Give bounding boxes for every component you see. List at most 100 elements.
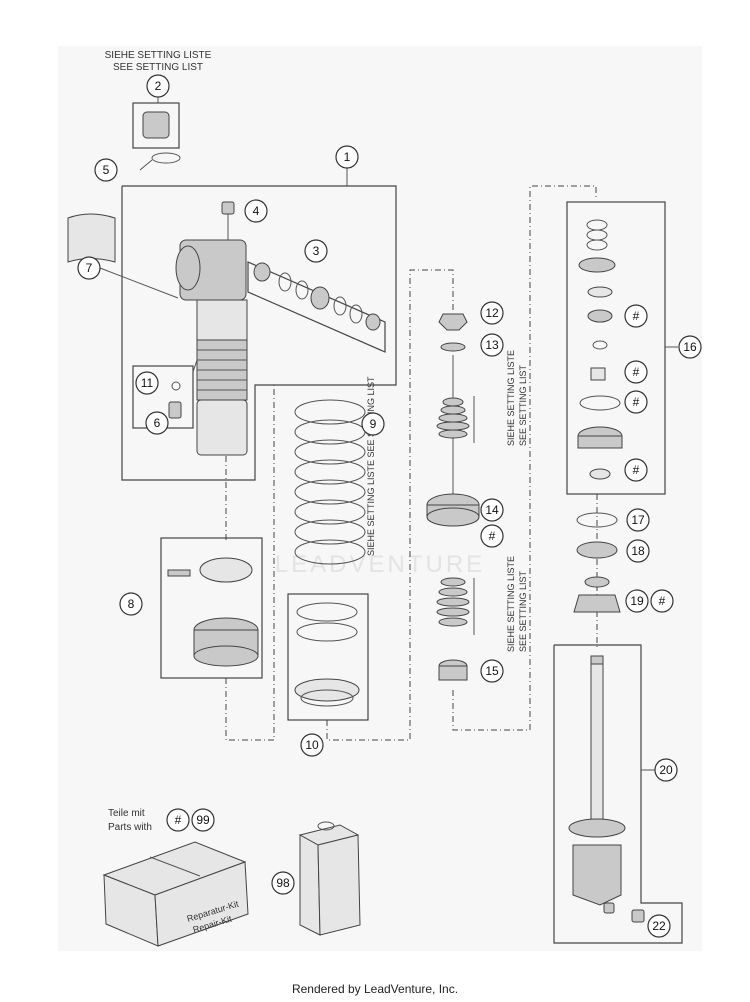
callout-13: 13 bbox=[480, 333, 504, 357]
callout-17: 17 bbox=[626, 508, 650, 532]
svg-text:15: 15 bbox=[485, 664, 499, 678]
svg-text:#: # bbox=[633, 463, 640, 477]
callout-12: 12 bbox=[480, 301, 504, 325]
part-2-adjuster bbox=[142, 111, 170, 139]
callout-11: 11 bbox=[135, 371, 159, 395]
part-12-nut bbox=[438, 313, 468, 331]
shim-stack-lower bbox=[436, 577, 470, 627]
svg-text:13: 13 bbox=[485, 338, 499, 352]
callout-7: 7 bbox=[77, 256, 101, 280]
part-5-oring bbox=[151, 152, 181, 164]
svg-text:#: # bbox=[633, 395, 640, 409]
part-8-box bbox=[160, 537, 263, 679]
callout-16-hash-2: # bbox=[624, 360, 648, 384]
part-22-bolt bbox=[631, 909, 645, 923]
svg-text:17: 17 bbox=[631, 513, 645, 527]
part-6-valve bbox=[168, 401, 182, 419]
setting-list-vertical-lower-de: SIEHE SETTING LISTE bbox=[506, 556, 516, 652]
svg-text:7: 7 bbox=[86, 261, 93, 275]
callout-3: 3 bbox=[304, 239, 328, 263]
part-8-bolt bbox=[167, 569, 191, 577]
svg-text:4: 4 bbox=[253, 204, 260, 218]
callout-99-hash: # bbox=[166, 808, 190, 832]
callout-18: 18 bbox=[626, 539, 650, 563]
oil-can bbox=[298, 821, 361, 936]
svg-text:#: # bbox=[633, 309, 640, 323]
svg-text:8: 8 bbox=[128, 597, 135, 611]
callout-5: 5 bbox=[94, 158, 118, 182]
callout-16-hash-1: # bbox=[624, 304, 648, 328]
callout-22: 22 bbox=[647, 914, 671, 938]
svg-text:98: 98 bbox=[276, 876, 290, 890]
part-1-box bbox=[121, 185, 397, 481]
part-19-seal-head bbox=[573, 594, 621, 613]
setting-list-vertical-upper-de: SIEHE SETTING LISTE bbox=[506, 350, 516, 446]
shock-upper-body bbox=[196, 299, 248, 341]
part-20-piston-rod bbox=[590, 663, 604, 830]
svg-text:#: # bbox=[175, 813, 182, 827]
part-20-box bbox=[553, 644, 683, 944]
callout-6: 6 bbox=[145, 411, 169, 435]
part-13-washer bbox=[440, 342, 466, 352]
callout-9: 9 bbox=[361, 412, 385, 436]
part-2-box bbox=[132, 102, 180, 149]
svg-text:16: 16 bbox=[683, 340, 697, 354]
svg-text:#: # bbox=[489, 529, 496, 543]
svg-text:10: 10 bbox=[305, 738, 319, 752]
part-3-box bbox=[247, 261, 386, 353]
callout-2: 2 bbox=[146, 74, 170, 98]
part-17-oring bbox=[576, 512, 618, 528]
parts-with-label-en: Parts with bbox=[108, 822, 152, 833]
part-8-clamp-ring bbox=[199, 557, 253, 583]
setting-list-label-de: SIEHE SETTING LISTE bbox=[105, 50, 212, 61]
svg-text:19: 19 bbox=[630, 594, 644, 608]
part-16-box bbox=[566, 201, 666, 495]
svg-text:22: 22 bbox=[652, 919, 666, 933]
part-4-bleed-screw bbox=[221, 201, 235, 215]
svg-text:18: 18 bbox=[631, 544, 645, 558]
setting-list-vertical-upper-en: SEE SETTING LIST bbox=[518, 364, 528, 446]
svg-text:#: # bbox=[659, 594, 666, 608]
callout-19-hash: # bbox=[650, 589, 674, 613]
svg-text:12: 12 bbox=[485, 306, 499, 320]
svg-text:6: 6 bbox=[154, 416, 161, 430]
svg-text:9: 9 bbox=[370, 417, 377, 431]
parts-with-label-de: Teile mit bbox=[108, 808, 145, 819]
part-7-protective-sleeve bbox=[67, 213, 116, 263]
repair-kit-box bbox=[102, 841, 249, 947]
setting-list-vertical-spring: SIEHE SETTING LISTE SEE SETTING LIST bbox=[366, 376, 376, 556]
callout-20: 20 bbox=[654, 758, 678, 782]
callout-98: 98 bbox=[271, 871, 295, 895]
part-18-bushing bbox=[576, 541, 618, 559]
callout-14-hash: # bbox=[480, 524, 504, 548]
svg-text:11: 11 bbox=[141, 376, 154, 390]
shock-eye bbox=[175, 245, 201, 291]
svg-text:5: 5 bbox=[103, 163, 110, 177]
svg-text:#: # bbox=[633, 365, 640, 379]
setting-list-label-en: SEE SETTING LIST bbox=[113, 62, 203, 73]
callout-4: 4 bbox=[244, 199, 268, 223]
svg-text:99: 99 bbox=[196, 813, 210, 827]
callout-16: 16 bbox=[678, 335, 702, 359]
svg-text:1: 1 bbox=[344, 150, 351, 164]
callout-99: 99 bbox=[191, 808, 215, 832]
callout-8: 8 bbox=[119, 592, 143, 616]
callout-19: 19 bbox=[625, 589, 649, 613]
svg-text:3: 3 bbox=[313, 244, 320, 258]
svg-text:2: 2 bbox=[155, 79, 162, 93]
diagram-background bbox=[58, 46, 702, 951]
part-16-components bbox=[577, 219, 623, 480]
footer-credit: Rendered by LeadVenture, Inc. bbox=[291, 982, 459, 996]
shock-threads bbox=[197, 349, 247, 391]
svg-text:14: 14 bbox=[485, 503, 499, 517]
callout-16-hash-3: # bbox=[624, 390, 648, 414]
callout-14: 14 bbox=[480, 498, 504, 522]
callout-15: 15 bbox=[480, 659, 504, 683]
part-10-box bbox=[287, 593, 369, 721]
callout-16-hash-4: # bbox=[624, 458, 648, 482]
watermark: LEADVENTURE bbox=[275, 551, 485, 578]
callout-1: 1 bbox=[335, 145, 359, 169]
shock-lower-body bbox=[196, 399, 248, 456]
setting-list-vertical-lower-en: SEE SETTING LIST bbox=[518, 570, 528, 652]
